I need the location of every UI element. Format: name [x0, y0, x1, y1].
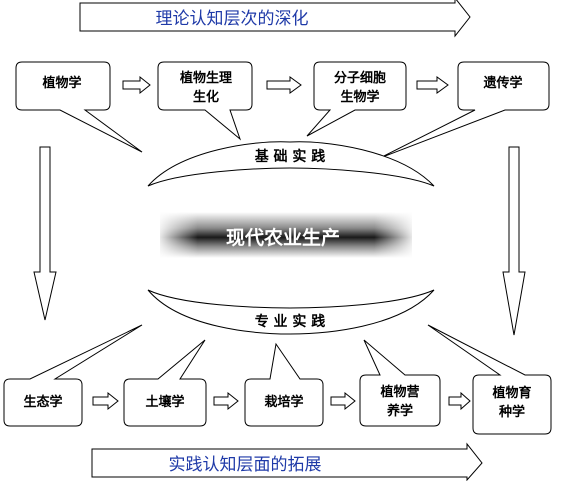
- node-plant-breeding-label-2: 种学: [498, 404, 525, 420]
- bottom-banner-text: 实践认知层面的拓展: [169, 455, 322, 475]
- node-plant-nutrition: 植物营 养学: [359, 339, 441, 427]
- arrow-soil-to-cultivation: [213, 391, 239, 411]
- node-genetics-label: 遗传学: [482, 75, 522, 91]
- node-plant-physiology: 植物生理 生化: [157, 61, 253, 141]
- node-soil-science: 土壤学: [123, 339, 207, 427]
- node-plant-nutrition-label-1: 植物营: [379, 384, 419, 400]
- professional-practice-label: 专 业 实 践: [255, 313, 326, 330]
- arrow-cultivation-to-nutrition: [330, 391, 356, 411]
- node-cultivation-label: 栽培学: [264, 394, 303, 410]
- node-plant-breeding: 植物育 种学: [427, 324, 552, 435]
- bottom-connector-arrows: [92, 391, 471, 411]
- arrow-molecular-to-genetics: [416, 76, 449, 94]
- node-soil-science-label: 土壤学: [145, 394, 184, 410]
- bottom-banner-arrow: 实践认知层面的拓展: [91, 442, 483, 482]
- top-connector-arrows: [122, 75, 449, 95]
- arrow-nutrition-to-breeding: [448, 391, 471, 411]
- left-down-arrow: [33, 146, 57, 321]
- node-plant-nutrition-label-2: 养学: [386, 403, 413, 419]
- vertical-arrows: [33, 146, 526, 336]
- node-genetics: 遗传学: [379, 61, 550, 159]
- basic-practice-label: 基 础 实 践: [255, 148, 326, 165]
- node-botany-label: 植物学: [41, 75, 81, 91]
- arrow-botany-to-physiology: [122, 75, 151, 95]
- center-band: 现代农业生产: [160, 212, 412, 258]
- arrow-physiology-to-molecular: [266, 76, 302, 94]
- top-banner-arrow: 理论认知层次的深化: [79, 0, 471, 38]
- top-banner-text: 理论认知层次的深化: [156, 9, 309, 29]
- node-ecology: 生态学: [3, 324, 143, 427]
- node-plant-physiology-label-2: 生化: [193, 89, 219, 105]
- node-molecular-cell-label-1: 分子细胞: [334, 70, 386, 86]
- node-molecular-cell-label-2: 生物学: [340, 89, 379, 105]
- right-down-arrow: [502, 146, 526, 336]
- basic-practice-arch: 基 础 实 践: [147, 141, 435, 187]
- professional-practice-arch: 专 业 实 践: [147, 289, 435, 335]
- node-molecular-cell: 分子细胞 生物学: [306, 61, 407, 137]
- center-band-text: 现代农业生产: [226, 226, 340, 249]
- node-ecology-label: 生态学: [23, 394, 62, 410]
- node-plant-physiology-label-1: 植物生理: [179, 70, 232, 86]
- node-cultivation: 栽培学: [244, 342, 324, 427]
- node-plant-breeding-label-1: 植物育: [491, 385, 531, 401]
- arrow-ecology-to-soil: [92, 391, 119, 411]
- node-botany: 植物学: [15, 61, 143, 153]
